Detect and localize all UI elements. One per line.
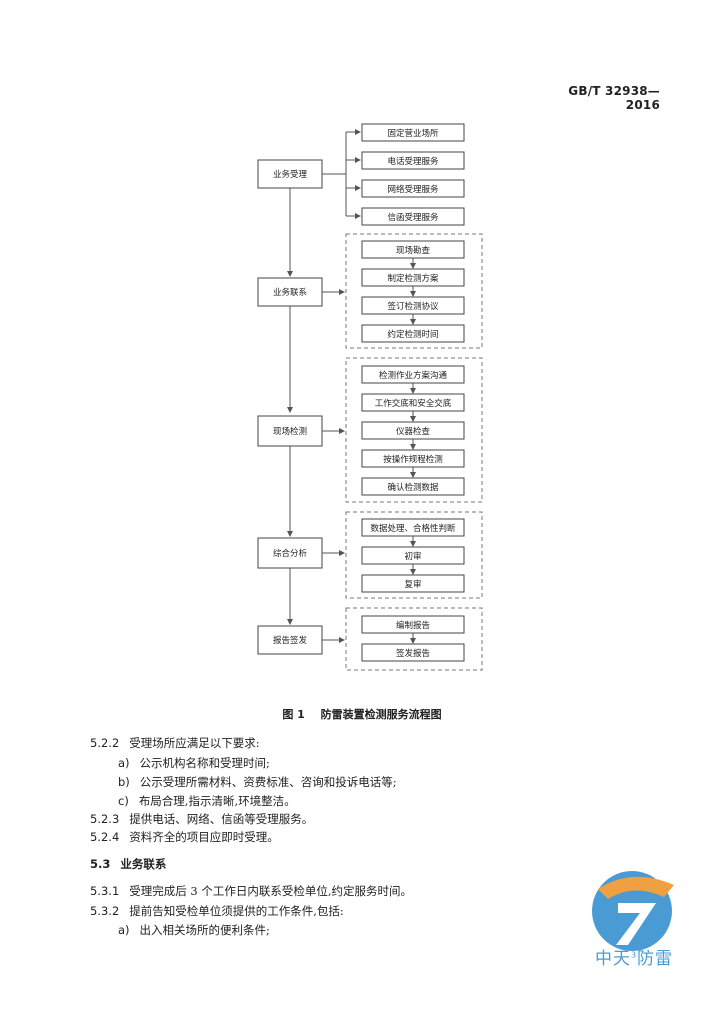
- stage-acceptance: 业务受理: [257, 159, 323, 189]
- list-item: a) 公示机构名称和受理时间;: [118, 756, 270, 770]
- svg-text:编制报告: 编制报告: [396, 620, 430, 631]
- logo-wordmark: 中天3防雷: [594, 949, 674, 969]
- contact-group: [345, 233, 483, 349]
- svg-text:签订检测协议: 签订检测协议: [387, 301, 439, 312]
- svg-text:报告签发: 报告签发: [273, 635, 308, 646]
- clause-5-2-2: 5.2.2 受理场所应满足以下要求:: [90, 736, 260, 750]
- clause-text: 提前告知受检单位须提供的工作条件,包括:: [129, 904, 344, 918]
- svg-text:现场检测: 现场检测: [273, 426, 307, 437]
- clause-text: 受理场所应满足以下要求:: [129, 736, 260, 750]
- clause-text: 提供电话、网络、信函等受理服务。: [129, 812, 314, 826]
- zhongtian-logo-icon: [592, 871, 674, 951]
- svg-text:信函受理服务: 信函受理服务: [387, 212, 439, 223]
- stage-report: 报告签发: [257, 625, 323, 655]
- clause-5-3-2: 5.3.2 提前告知受检单位须提供的工作条件,包括:: [90, 904, 344, 918]
- stage-contact: 业务联系: [257, 277, 323, 307]
- acceptance-channel: 固定营业场所: [361, 123, 465, 142]
- svg-text:签发报告: 签发报告: [396, 648, 430, 659]
- svg-text:制定检测方案: 制定检测方案: [387, 273, 439, 284]
- list-item: a) 出入相关场所的便利条件;: [118, 923, 270, 937]
- list-item: b) 公示受理所需材料、资费标准、咨询和投诉电话等;: [118, 775, 397, 789]
- figure-number: 图 1: [282, 708, 305, 721]
- svg-text:数据处理、合格性判断: 数据处理、合格性判断: [370, 523, 456, 534]
- onsite-step: 按操作规程检测: [361, 449, 465, 468]
- report-group: [345, 607, 483, 671]
- clause-5-2-3: 5.2.3 提供电话、网络、信函等受理服务。: [90, 812, 313, 826]
- svg-text:工作交底和安全交底: 工作交底和安全交底: [375, 398, 452, 409]
- acceptance-channel: 电话受理服务: [361, 151, 465, 170]
- onsite-step: 仪器检查: [361, 421, 465, 440]
- clause-number: 5.2.4: [90, 830, 120, 844]
- clause-text: 资料齐全的项目应即时受理。: [129, 830, 279, 844]
- onsite-step: 检测作业方案沟通: [361, 365, 465, 384]
- acceptance-channel: 网络受理服务: [361, 179, 465, 198]
- stage-analysis: 综合分析: [257, 537, 323, 569]
- onsite-step: 工作交底和安全交底: [361, 393, 465, 412]
- svg-text:固定营业场所: 固定营业场所: [387, 128, 439, 139]
- stage-onsite: 现场检测: [257, 415, 323, 447]
- svg-text:复审: 复审: [404, 579, 421, 590]
- onsite-step: 确认检测数据: [361, 477, 465, 496]
- svg-text:综合分析: 综合分析: [273, 548, 308, 559]
- item-mark: a): [118, 756, 130, 770]
- standard-number: GB/T 32938—2016: [568, 84, 660, 112]
- svg-text:检测作业方案沟通: 检测作业方案沟通: [379, 370, 448, 381]
- svg-text:约定检测时间: 约定检测时间: [387, 329, 438, 340]
- svg-text:业务联系: 业务联系: [273, 287, 307, 298]
- contact-step: 签订检测协议: [361, 296, 465, 315]
- figure-caption: 图 1 防雷装置检测服务流程图: [0, 706, 724, 722]
- analysis-step: 初审: [361, 546, 465, 565]
- svg-text:仪器检查: 仪器检查: [396, 426, 431, 437]
- svg-text:确认检测数据: 确认检测数据: [387, 482, 439, 493]
- clause-number: 5.3.1: [90, 884, 120, 898]
- item-mark: a): [118, 923, 130, 937]
- report-step: 签发报告: [361, 643, 465, 662]
- clause-5-2-4: 5.2.4 资料齐全的项目应即时受理。: [90, 830, 279, 844]
- clause-number: 5.2.3: [90, 812, 120, 826]
- svg-text:按操作规程检测: 按操作规程检测: [383, 454, 443, 465]
- svg-text:业务受理: 业务受理: [273, 169, 308, 180]
- contact-step: 现场勘查: [361, 240, 465, 259]
- list-item: c) 布局合理,指示清晰,环境整洁。: [118, 794, 296, 808]
- item-text: 出入相关场所的便利条件;: [139, 923, 270, 937]
- acceptance-channel: 信函受理服务: [361, 207, 465, 226]
- clause-5-3-1: 5.3.1 受理完成后 3 个工作日内联系受检单位,约定服务时间。: [90, 884, 412, 898]
- svg-text:网络受理服务: 网络受理服务: [387, 184, 439, 195]
- item-mark: c): [118, 794, 129, 808]
- report-step: 编制报告: [361, 615, 465, 634]
- service-flowchart: 业务受理 业务联系 现场检测 综合分析 报告签发 固定营业场所 电话受理服务 网…: [257, 123, 483, 671]
- clause-number: 5.2.2: [90, 736, 120, 750]
- clause-text: 受理完成后 3 个工作日内联系受检单位,约定服务时间。: [129, 884, 413, 898]
- section-number: 5.3: [90, 857, 111, 871]
- item-text: 布局合理,指示清晰,环境整洁。: [138, 794, 296, 808]
- figure-title: 防雷装置检测服务流程图: [320, 708, 442, 721]
- contact-step: 制定检测方案: [361, 268, 465, 287]
- clause-number: 5.3.2: [90, 904, 120, 918]
- section-5-3-heading: 5.3 业务联系: [90, 857, 166, 871]
- analysis-step: 复审: [361, 574, 465, 593]
- item-text: 公示受理所需材料、资费标准、咨询和投诉电话等;: [139, 775, 397, 789]
- section-title: 业务联系: [120, 857, 167, 871]
- svg-text:现场勘查: 现场勘查: [396, 245, 431, 256]
- analysis-group: [345, 511, 483, 599]
- analysis-step: 数据处理、合格性判断: [361, 518, 465, 537]
- item-text: 公示机构名称和受理时间;: [139, 756, 270, 770]
- svg-text:初审: 初审: [404, 551, 421, 562]
- item-mark: b): [118, 775, 130, 789]
- svg-text:电话受理服务: 电话受理服务: [387, 156, 439, 167]
- contact-step: 约定检测时间: [361, 324, 465, 343]
